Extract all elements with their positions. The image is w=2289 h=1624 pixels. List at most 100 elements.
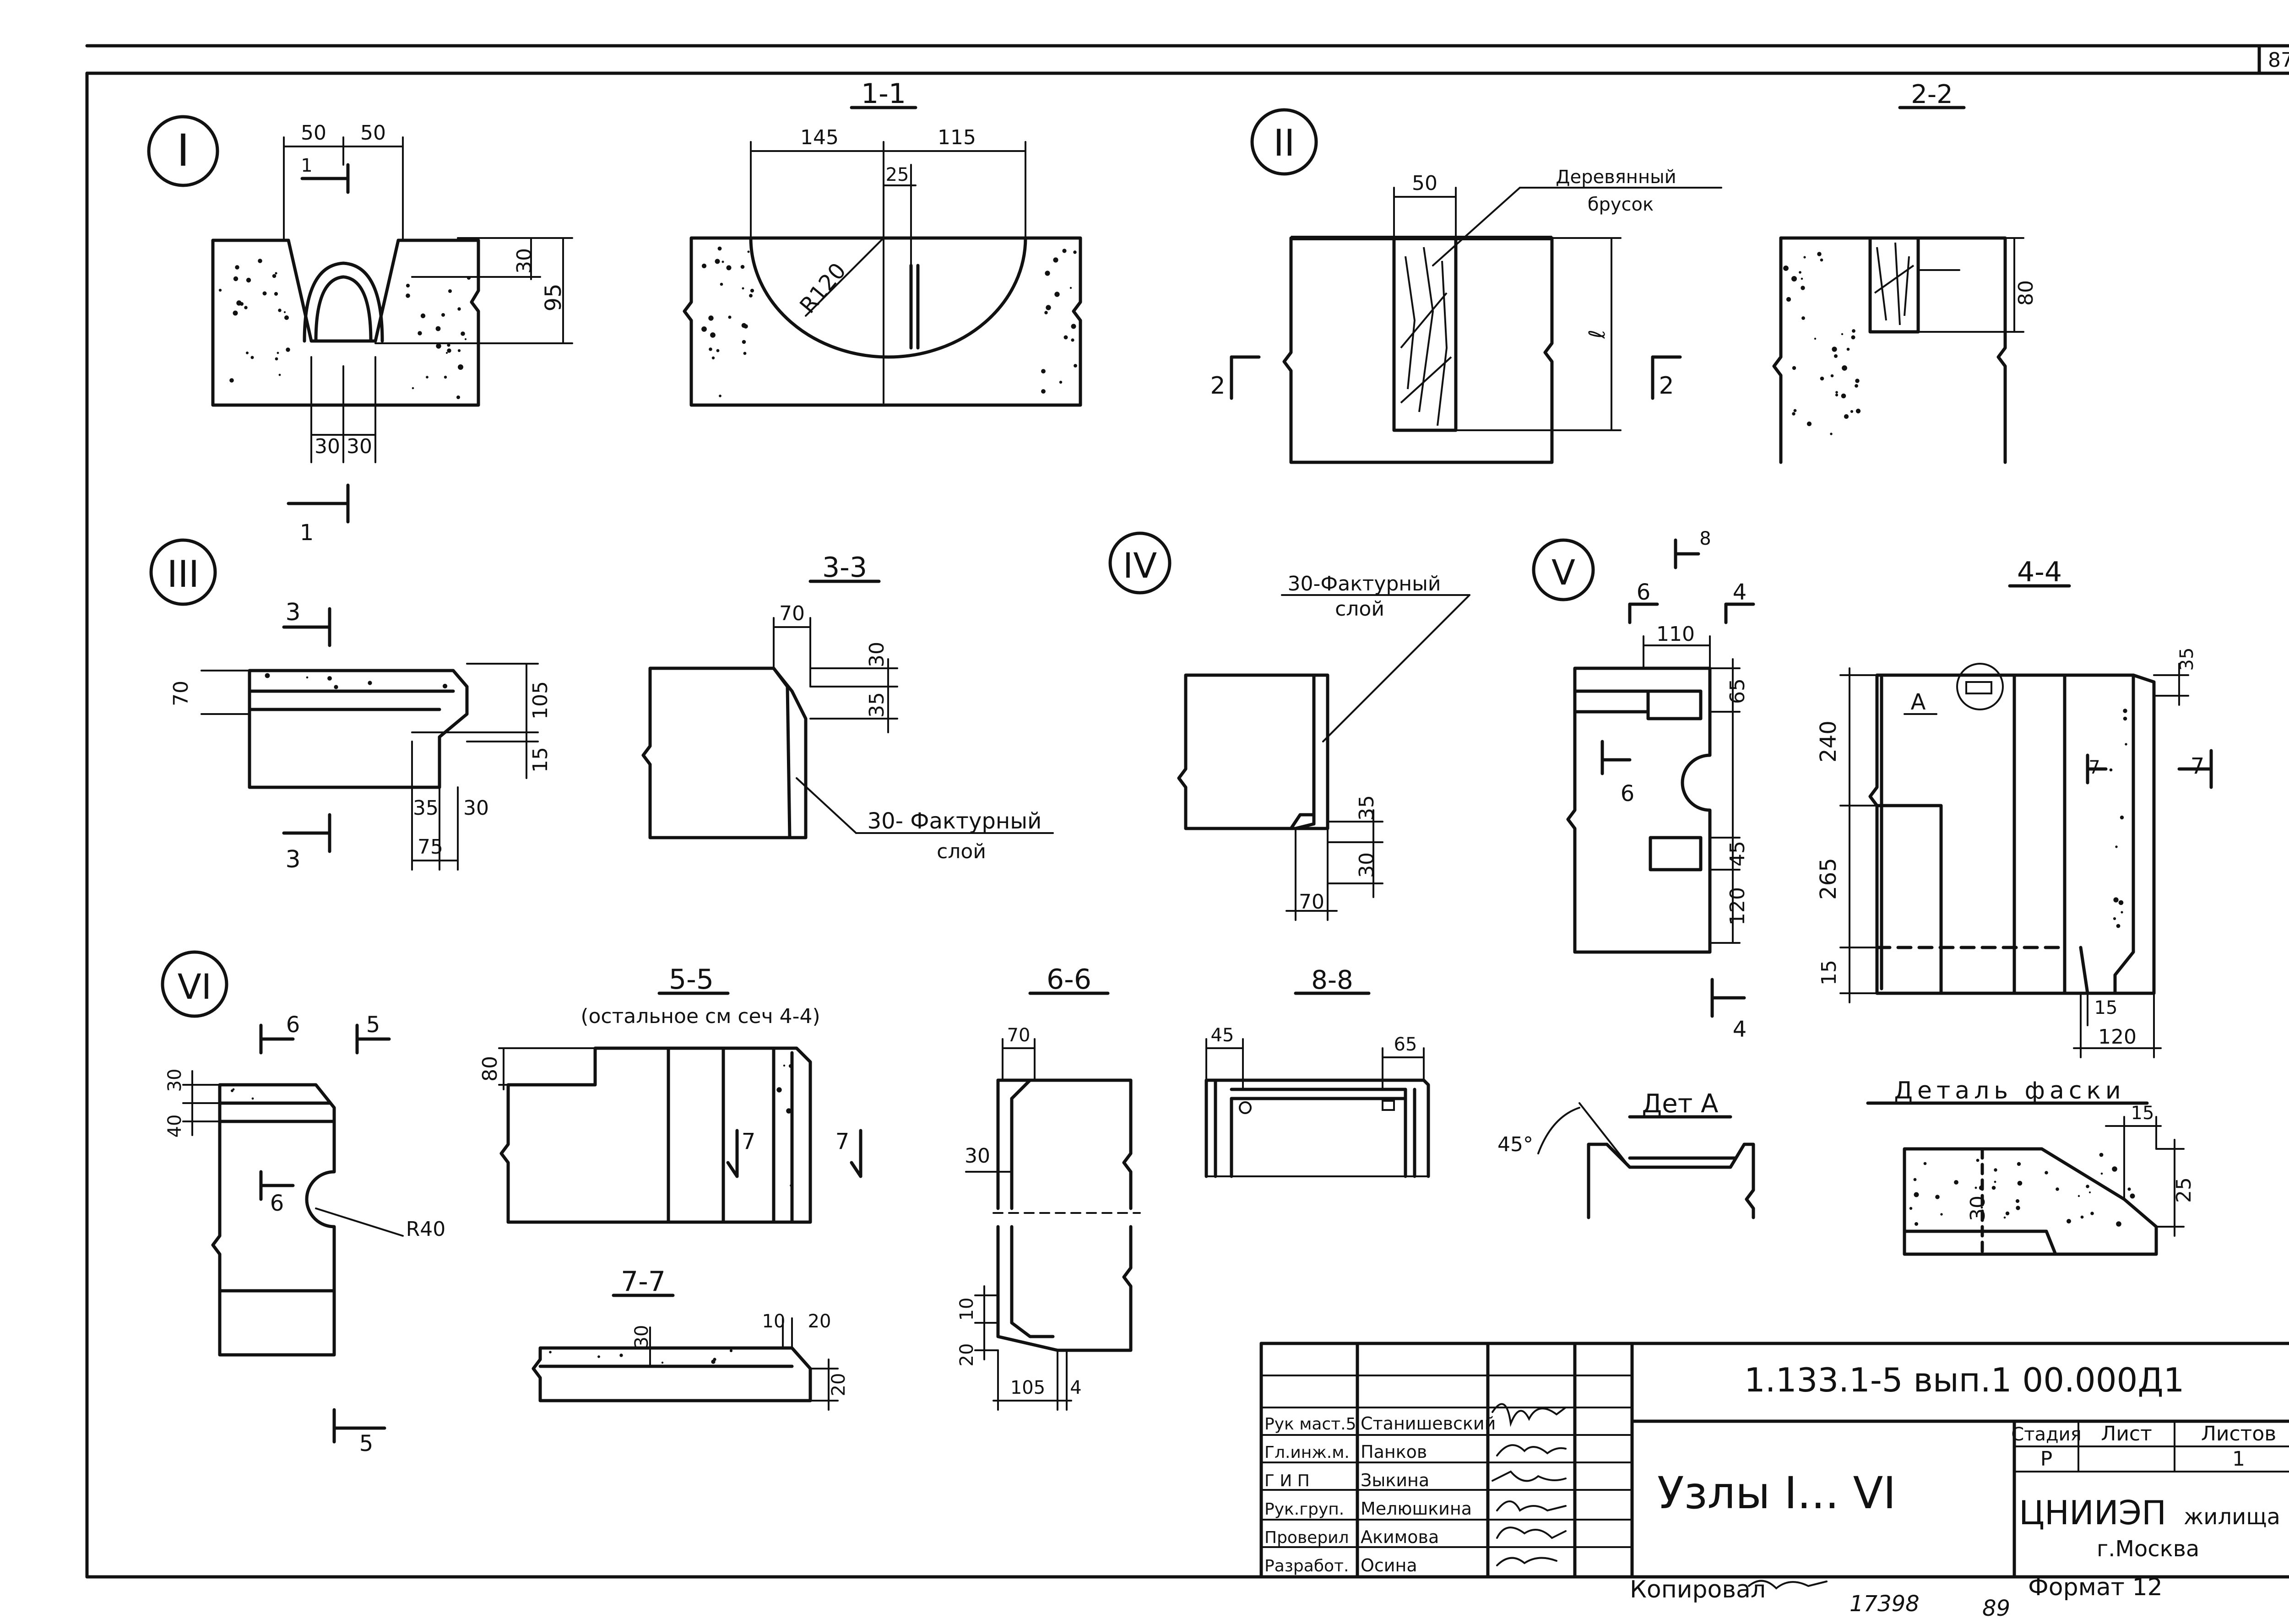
concrete-speck — [2123, 709, 2127, 713]
concrete-speck — [2112, 1166, 2117, 1172]
concrete-speck — [2116, 924, 2121, 928]
concrete-speck — [1046, 305, 1051, 310]
node-V-section-mark-1: 8 — [1699, 528, 1711, 549]
concrete-speck — [447, 343, 450, 347]
detail-A-angle: 45° — [1497, 1133, 1533, 1156]
node-V-section-mark-2: 6 — [1637, 579, 1651, 605]
concrete-speck — [233, 310, 238, 316]
node-III-section-mark-bottom: 3 — [285, 846, 300, 873]
concrete-speck — [717, 246, 722, 251]
section-1-1-dim-2: 115 — [938, 126, 976, 149]
node-I-section-mark: 1 — [300, 520, 314, 546]
section-5-5-section-mark-1: 7 — [742, 1129, 756, 1154]
concrete-speck — [711, 1359, 716, 1364]
section-2-2 — [1772, 106, 2024, 464]
concrete-speck — [1814, 337, 1817, 340]
concrete-speck — [2100, 1172, 2103, 1175]
section-3-3-label-2: слой — [937, 840, 986, 863]
format-note: Формат 12 — [2028, 1574, 2163, 1601]
concrete-speck — [2123, 1164, 2125, 1166]
concrete-speck — [1793, 409, 1797, 412]
concrete-speck — [2118, 900, 2124, 905]
node-IV-marker-circle — [1108, 531, 1172, 595]
node-IV-dim-3: 70 — [1299, 890, 1324, 914]
concrete-speck — [2099, 1153, 2104, 1157]
concrete-speck — [406, 283, 410, 288]
node-VI-section-mark-3: 6 — [270, 1191, 284, 1216]
section-6-6-dim-2: 30 — [965, 1144, 990, 1168]
concrete-speck — [740, 265, 745, 269]
concrete-speck — [711, 356, 715, 360]
concrete-speck — [716, 349, 720, 352]
detail-chamfer-title: Деталь фаски — [1894, 1077, 2125, 1104]
section-6-6-dim-3: 10 — [956, 1298, 977, 1321]
node-VI-section-mark-2: 5 — [366, 1012, 380, 1038]
concrete-speck — [283, 311, 286, 314]
concrete-speck — [456, 395, 460, 399]
concrete-speck — [2056, 1187, 2059, 1191]
node-V-marker: V — [1551, 552, 1575, 593]
concrete-speck — [1073, 250, 1077, 254]
concrete-speck — [251, 1097, 254, 1100]
concrete-speck — [2003, 1216, 2006, 1219]
concrete-speck — [1071, 338, 1074, 342]
concrete-speck — [1852, 329, 1855, 333]
node-VI-marker-circle — [161, 950, 228, 1018]
concrete-speck — [2015, 1199, 2020, 1203]
node-I-dim-6: 30 — [347, 435, 372, 458]
concrete-speck — [2120, 815, 2124, 820]
concrete-speck — [1994, 1168, 1997, 1172]
title-block — [1259, 1342, 2289, 1590]
organization: ЦНИИЭП — [2019, 1494, 2166, 1532]
node-III-section-mark-top: 3 — [285, 599, 300, 626]
concrete-speck — [788, 1064, 793, 1068]
concrete-speck — [232, 1088, 235, 1091]
concrete-speck — [2017, 1162, 2021, 1166]
concrete-speck — [749, 294, 753, 298]
concrete-speck — [1855, 408, 1861, 414]
node-VI — [161, 950, 404, 1444]
node-V-dim-3: 45 — [1726, 841, 1749, 866]
section-7-7-dim-4: 20 — [828, 1373, 849, 1397]
concrete-speck — [1792, 412, 1795, 416]
concrete-speck — [719, 395, 721, 397]
concrete-speck — [334, 685, 338, 689]
concrete-speck — [412, 387, 414, 390]
node-IV-label-2: слой — [1335, 597, 1384, 621]
concrete-speck — [721, 260, 724, 263]
concrete-speck — [420, 313, 426, 319]
concrete-speck — [444, 375, 447, 379]
node-I-marker: I — [177, 125, 190, 176]
section-7-7-dim-2: 10 — [762, 1311, 786, 1332]
concrete-speck — [2017, 1180, 2023, 1186]
node-V-dim-4: 120 — [1726, 887, 1749, 926]
concrete-speck — [1820, 258, 1823, 262]
concrete-speck — [1806, 421, 1812, 427]
concrete-speck — [244, 306, 248, 309]
node-III-marker: III — [167, 553, 200, 595]
concrete-speck — [743, 324, 748, 329]
concrete-speck — [1830, 433, 1833, 435]
title-block-role: Г И П — [1264, 1472, 1310, 1490]
concrete-speck — [2115, 845, 2118, 848]
concrete-speck — [597, 1355, 600, 1358]
stage-value: Р — [2040, 1447, 2053, 1471]
node-VI-radius: R40 — [406, 1218, 446, 1241]
concrete-speck — [1994, 1180, 1996, 1183]
concrete-speck — [726, 265, 732, 271]
concrete-speck — [729, 1349, 733, 1353]
section-4-4-title: 4-4 — [2017, 556, 2062, 588]
section-4-4-dim-4: 35 — [2176, 648, 2197, 671]
section-8-8-dim-1: 45 — [1211, 1025, 1234, 1046]
concrete-speck — [406, 293, 410, 298]
section-1-1 — [683, 106, 1082, 407]
node-I-dim-5: 30 — [315, 435, 340, 458]
concrete-speck — [1835, 393, 1839, 397]
concrete-speck — [1913, 1178, 1917, 1181]
concrete-speck — [1783, 265, 1789, 271]
concrete-speck — [2086, 1185, 2089, 1188]
title-block-name: Осина — [1361, 1555, 1417, 1575]
concrete-speck — [2077, 1195, 2080, 1197]
concrete-speck — [1053, 257, 1058, 263]
